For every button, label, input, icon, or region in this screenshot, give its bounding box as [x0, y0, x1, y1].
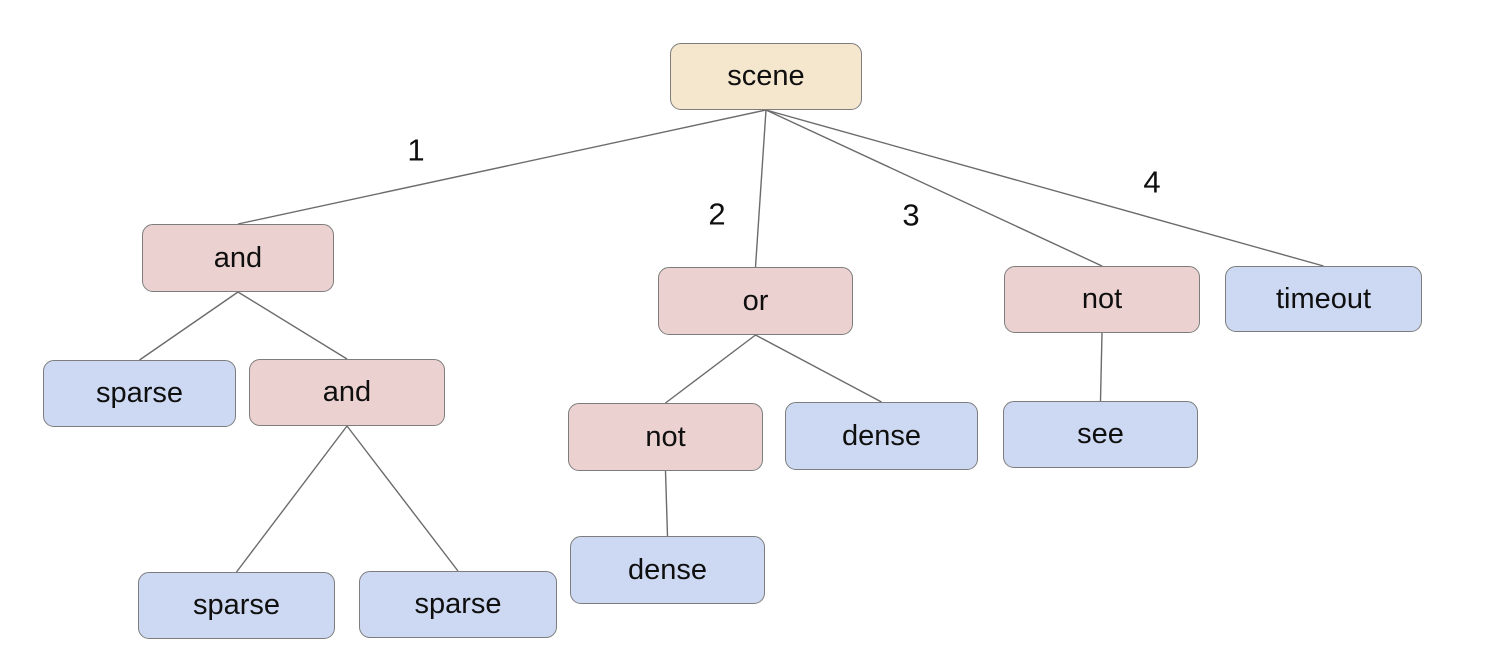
tree-node-scene: scene [670, 43, 862, 110]
edge-label-2: 2 [708, 196, 726, 232]
tree-edge-not2-dense2 [664, 470, 669, 537]
tree-node-see1: see [1003, 401, 1198, 468]
tree-edge-and1-and2 [237, 291, 348, 360]
edge-label-1: 1 [407, 132, 425, 168]
edge-label-3: 3 [902, 197, 920, 233]
tree-edge-scene-or1 [754, 109, 767, 268]
tree-node-or1: or [658, 267, 853, 335]
edge-label-4: 4 [1143, 164, 1161, 200]
tree-node-not2: not [568, 403, 763, 471]
tree-node-sparse1: sparse [43, 360, 236, 427]
tree-node-dense2: dense [570, 536, 765, 604]
tree-edge-scene-timeout [765, 109, 1324, 267]
tree-edge-and2-sparse3 [346, 425, 459, 572]
tree-edge-or1-dense1 [755, 334, 882, 403]
tree-node-sparse3: sparse [359, 571, 557, 638]
tree-edge-scene-and1 [237, 109, 767, 225]
tree-node-sparse2: sparse [138, 572, 335, 639]
tree-edge-and1-sparse1 [139, 291, 239, 361]
tree-node-and2: and [249, 359, 445, 426]
tree-node-dense1: dense [785, 402, 978, 470]
tree-node-and1: and [142, 224, 334, 292]
tree-edge-not1-see1 [1099, 332, 1103, 402]
tree-edge-scene-not1 [765, 109, 1103, 267]
tree-node-not1: not [1004, 266, 1200, 333]
tree-edge-or1-not2 [665, 334, 756, 404]
tree-node-timeout: timeout [1225, 266, 1422, 332]
tree-edge-and2-sparse2 [235, 425, 348, 573]
